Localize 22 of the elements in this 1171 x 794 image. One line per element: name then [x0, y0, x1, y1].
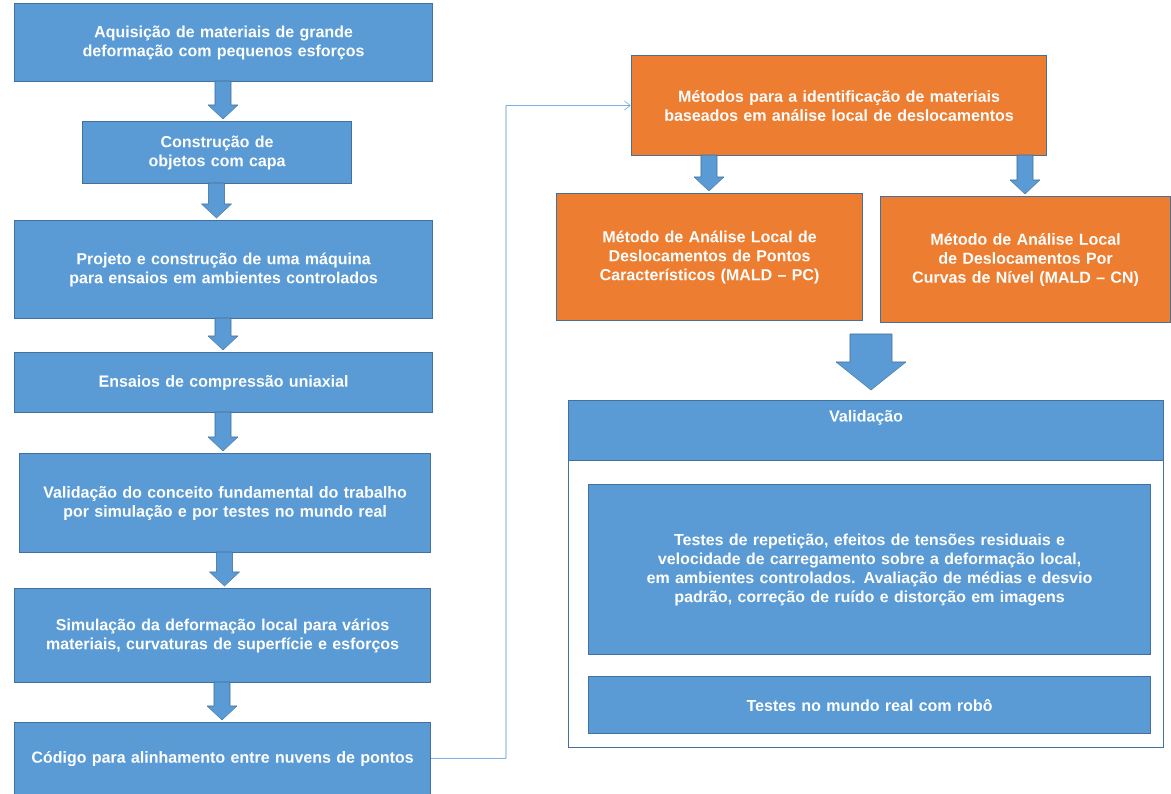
process-box: Construção de objetos com capa — [82, 121, 352, 184]
method-box: Métodos para a identificação de materiais baseados em análise local de deslocamentos — [631, 55, 1047, 156]
process-box: Aquisição de materiais de grande deformação com pequenos esforços — [14, 3, 433, 82]
test-box: Testes no mundo real com robô — [588, 676, 1151, 734]
block-arrow — [207, 80, 239, 120]
block-arrow — [1009, 154, 1041, 195]
process-box: Código para alinhamento entre nuvens de pontos — [14, 722, 431, 794]
process-box: Validação do conceito fundamental do trabalho por simulação e por testes no mundo real — [19, 453, 431, 553]
block-arrow — [693, 154, 725, 192]
block-arrow — [201, 182, 232, 219]
connector-arrow — [430, 100, 631, 759]
process-box: Simulação da deformação local para vários materiais, curvaturas de superfície e esforços — [14, 588, 431, 683]
process-box: Ensaios de compressão uniaxial — [14, 352, 433, 413]
block-arrow — [206, 681, 238, 721]
block-arrow — [209, 551, 240, 587]
process-box: Projeto e construção de uma máquina para ensaios em ambientes controlados — [14, 220, 433, 319]
method-box: Método de Análise Local de Deslocamentos Por Curvas de Nível (MALD – CN) — [880, 196, 1171, 323]
test-box: Testes de repetição, efeitos de tensões residuais e velocidade de carregamento sobre a deformação local, em ambientes controlados. Avaliação de médias e desvio padrão, correção de ruído e distorção em imagens — [588, 484, 1151, 655]
block-arrow — [207, 317, 239, 351]
block-arrow — [207, 411, 239, 452]
block-arrow — [835, 333, 907, 391]
method-box: Método de Análise Local de Deslocamentos de Pontos Característicos (MALD – PC) — [556, 193, 863, 321]
